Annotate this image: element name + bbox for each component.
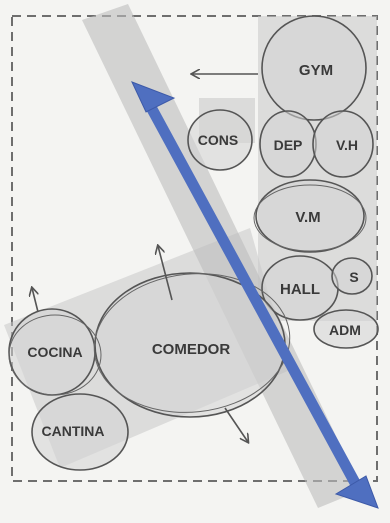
bubble-vm [255,179,365,253]
bubble-gym [261,15,367,121]
label-comedor: COMEDOR [152,341,231,358]
label-cocina: COCINA [27,344,82,360]
bubble-cons [187,109,253,171]
label-gym: GYM [299,62,333,79]
label-vm: V.M [295,209,320,226]
label-dep: DEP [274,137,303,153]
label-cons: CONS [198,132,238,148]
label-s: S [349,269,358,285]
bubble-adm [313,309,379,349]
bubble-s [331,257,373,295]
bubble-vh [312,110,374,178]
arrow-comedor-north [158,246,173,301]
bubble-cantina [31,393,129,471]
zone-diagonal-band [82,4,362,508]
site-boundary [11,15,378,482]
arrow-comedor-south [224,407,248,442]
label-cantina: CANTINA [42,423,105,439]
label-adm: ADM [329,322,361,338]
label-hall: HALL [280,281,320,298]
label-vh: V.H [336,137,358,153]
axis-double-arrow [131,81,379,509]
arrow-cocina-north [32,288,38,313]
